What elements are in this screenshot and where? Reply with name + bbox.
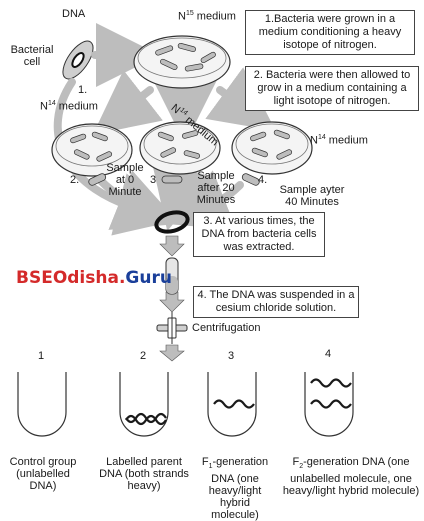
suspension-tube-icon [165,257,179,295]
brand-watermark: BSEOdisha.Guru [16,268,172,288]
hybrid-band [310,399,352,409]
centrifugation-label: Centrifugation [192,322,261,334]
step-4-label: 4. [258,174,268,186]
bacterial-cell-icon [62,40,94,80]
petri-dish-n14-mid [139,121,221,175]
sample-20-label: Sample after 20 Minutes [196,170,236,206]
tube-2-caption: Labelled parent DNA (both strands heavy) [99,456,189,492]
bacterial-cell-label: Bacterial cell [10,44,54,68]
note-box-1: 1.Bacteria were grown in a medium condit… [245,10,415,55]
tube-4-number: 4 [325,348,332,360]
n14-medium-left-label: N14 medium [40,100,98,113]
hybrid-band [213,399,255,409]
tube-4-caption: F2-generation DNA (one unlabelled molecu… [282,456,420,498]
note-box-2: 2. Bacteria were then allowed to grow in… [245,66,419,111]
brand-part-2: Guru [125,268,172,288]
tube-2 [119,372,169,437]
tube-1-number: 1 [38,350,45,362]
tube-3-number: 3 [228,350,235,362]
tube-2-number: 2 [140,350,147,362]
centrifuge-icon [156,312,188,344]
tube-1-caption: Control group (unlabelled DNA) [9,456,77,492]
petri-dish-n14-right [231,121,313,175]
step-1-label: 1. [78,84,88,96]
petri-dish-n14-left [51,123,133,177]
step-3-label: 3 [150,174,157,186]
down-arrows [159,235,185,362]
note-box-4: 4. The DNA was suspended in a cesium chl… [193,286,359,318]
heavy-band [125,414,167,426]
tube-3-caption: F1-generation DNA (one heavy/light hybri… [201,456,269,521]
light-band [310,378,352,388]
sample-icons [88,173,260,186]
dna-label: DNA [62,8,86,20]
note-box-3: 3. At various times, the DNA from bacter… [193,212,325,257]
n14-medium-right-label: N14 medium [310,134,368,147]
tube-3 [207,372,257,437]
sample-40-label: Sample ayter 40 Minutes [279,184,345,208]
tube-1 [17,372,67,437]
tube-4 [304,372,354,437]
n15-medium-label: N15 medium [178,10,236,23]
petri-dish-n15 [133,35,231,89]
sample-0-label: Sample at 0 Minute [106,162,144,198]
dna-ring-icon [154,210,190,234]
step-2-label: 2. [70,174,80,186]
brand-part-1: BSEOdisha. [16,268,126,288]
